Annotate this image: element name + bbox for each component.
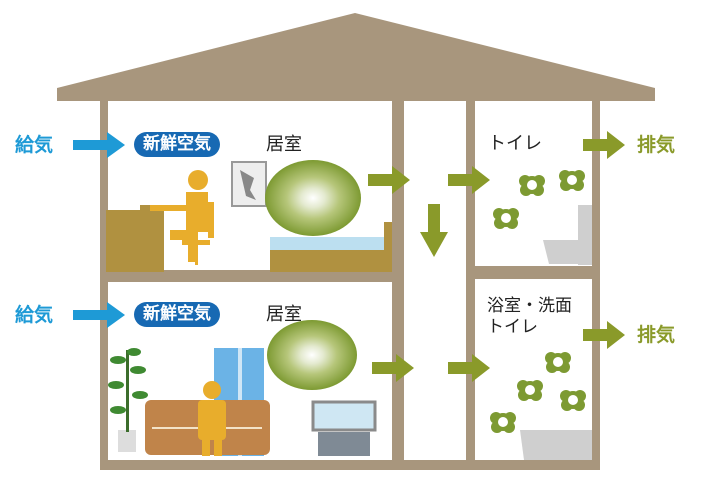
toilet-fixture-icon [543, 205, 592, 265]
roof [57, 13, 655, 101]
supply-air-label: 給気 [15, 304, 54, 326]
living-room-label: 居室 [266, 134, 302, 155]
supply-arrow [73, 302, 125, 328]
exhaust-arrow [583, 321, 625, 349]
airflow-arrow-down [420, 204, 448, 257]
odor-cloud [267, 320, 357, 390]
house-frame [100, 100, 600, 470]
plant-icon [108, 348, 148, 452]
supply-air-label: 給気 [15, 134, 54, 156]
exhaust-label: 排気 [637, 134, 676, 156]
exhaust-arrow [583, 131, 625, 159]
odor-cloud [265, 160, 361, 236]
bath-toilet-label: 浴室・洗面 トイレ [487, 296, 572, 339]
exhaust-label: 排気 [637, 324, 676, 346]
fresh-air-badge: 新鮮空気 [134, 132, 220, 157]
person-sitting-icon [150, 170, 214, 265]
toilet-label: トイレ [487, 317, 538, 338]
tv [311, 400, 377, 432]
supply-arrow [73, 132, 125, 158]
bathtub-icon [520, 430, 592, 460]
bed [270, 237, 388, 251]
desk [106, 210, 164, 272]
toilet-label: トイレ [488, 133, 542, 154]
fresh-air-badge: 新鮮空気 [134, 302, 220, 327]
living-room-label: 居室 [266, 304, 302, 325]
bath-wash-label: 浴室・洗面 [487, 296, 572, 316]
person-standing-icon [198, 381, 226, 456]
